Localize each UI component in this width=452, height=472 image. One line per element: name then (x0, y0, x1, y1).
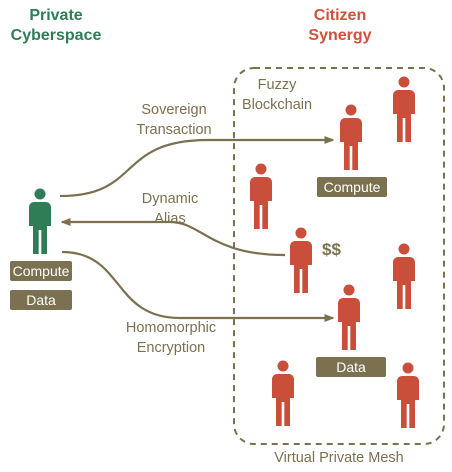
dynamic-alias-label: Dynamic Alias (128, 189, 212, 229)
mesh-compute-tag: Compute (317, 177, 387, 197)
header-line: Cyberspace (10, 27, 102, 44)
header-line: Citizen (313, 7, 367, 24)
citizen-person-icon (340, 104, 362, 170)
label-line: Blockchain (241, 97, 313, 113)
header-line: Private (29, 7, 83, 24)
sovereign-transaction-arrow (59, 136, 335, 198)
citizen-person-icon (290, 227, 312, 293)
mesh-data-tag: Data (316, 357, 386, 377)
money-label: $$ (322, 240, 341, 259)
header-line: Synergy (308, 27, 372, 44)
label-line: Encryption (136, 340, 206, 356)
homomorphic-encryption-label: Homomorphic Encryption (110, 318, 232, 358)
dynamic-alias-arrow (60, 218, 286, 257)
citizen-person-icon (393, 76, 415, 142)
label-line: Dynamic (141, 191, 199, 207)
homomorphic-encryption-arrow (61, 250, 335, 322)
citizen-person-icon (250, 163, 272, 229)
private-user-person-icon (29, 188, 51, 254)
label-line: Transaction (136, 122, 212, 138)
label-line: Homomorphic (125, 320, 217, 336)
label-line: Alias (154, 211, 186, 227)
citizen-person-icon (397, 362, 419, 428)
label-line: Fuzzy (257, 77, 297, 93)
citizen-person-icon (393, 243, 415, 309)
citizen-person-icon (338, 284, 360, 350)
citizen-synergy-header: Citizen Synergy (270, 6, 410, 46)
label-line: Sovereign (141, 102, 207, 118)
private-cyberspace-header: Private Cyberspace (0, 6, 112, 46)
private-data-tag: Data (10, 290, 72, 310)
fuzzy-blockchain-label: Fuzzy Blockchain (236, 75, 318, 115)
citizen-person-icon (272, 360, 294, 426)
sovereign-transaction-label: Sovereign Transaction (120, 100, 228, 140)
virtual-private-mesh-boundary (233, 67, 445, 445)
private-compute-tag: Compute (10, 261, 72, 281)
virtual-private-mesh-label: Virtual Private Mesh (274, 450, 404, 466)
